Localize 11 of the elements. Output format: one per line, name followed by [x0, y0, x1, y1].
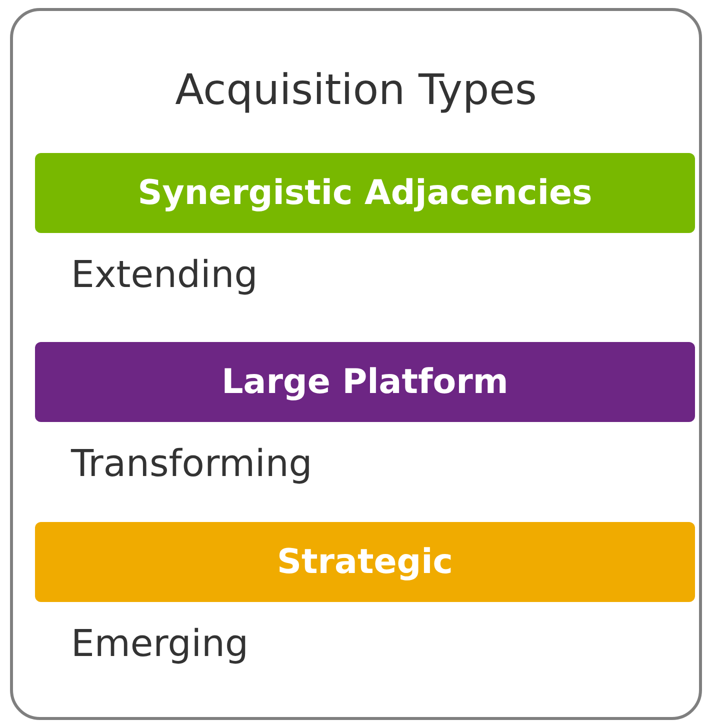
- category-bar: [35, 522, 695, 602]
- category-description: Emerging: [71, 622, 248, 665]
- category-bar: [35, 153, 695, 233]
- category-description: Transforming: [71, 442, 312, 485]
- bar-title: Synergistic Adjacencies: [138, 173, 592, 213]
- category-bar: [35, 342, 695, 422]
- category-description: Extending: [71, 253, 258, 296]
- card-title: Acquisition Types: [174, 65, 538, 116]
- bar-title: Strategic: [277, 542, 453, 582]
- card-background: [10, 8, 702, 720]
- bar-title: Large Platform: [222, 362, 508, 402]
